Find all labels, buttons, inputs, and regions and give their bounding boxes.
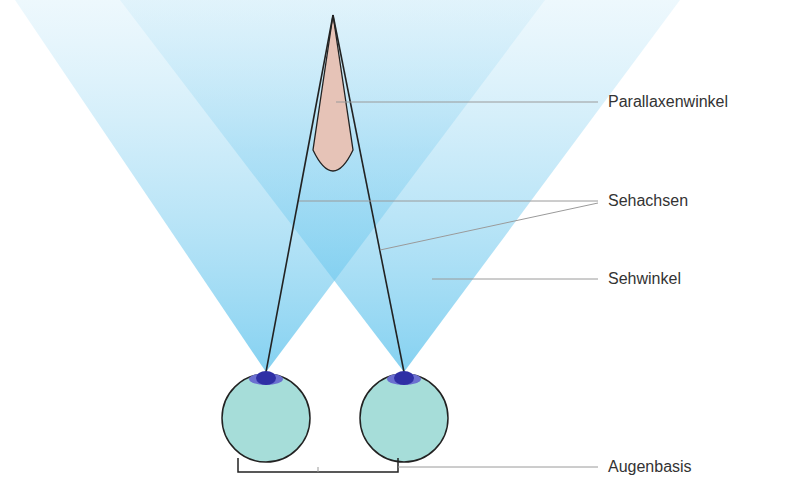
- view-cone-right: [120, 0, 680, 372]
- callout-label: Sehachsen: [608, 191, 688, 211]
- eye-left: [222, 371, 310, 462]
- callout-label: Augenbasis: [608, 457, 692, 477]
- eye-right: [360, 371, 448, 462]
- base-bracket: [238, 458, 398, 472]
- callout-label: Parallaxenwinkel: [608, 92, 728, 112]
- visual-axis-right: [333, 15, 404, 372]
- leader-lines: [299, 102, 598, 472]
- visual-axis-left: [266, 15, 333, 372]
- callout-label: Sehwinkel: [608, 269, 681, 289]
